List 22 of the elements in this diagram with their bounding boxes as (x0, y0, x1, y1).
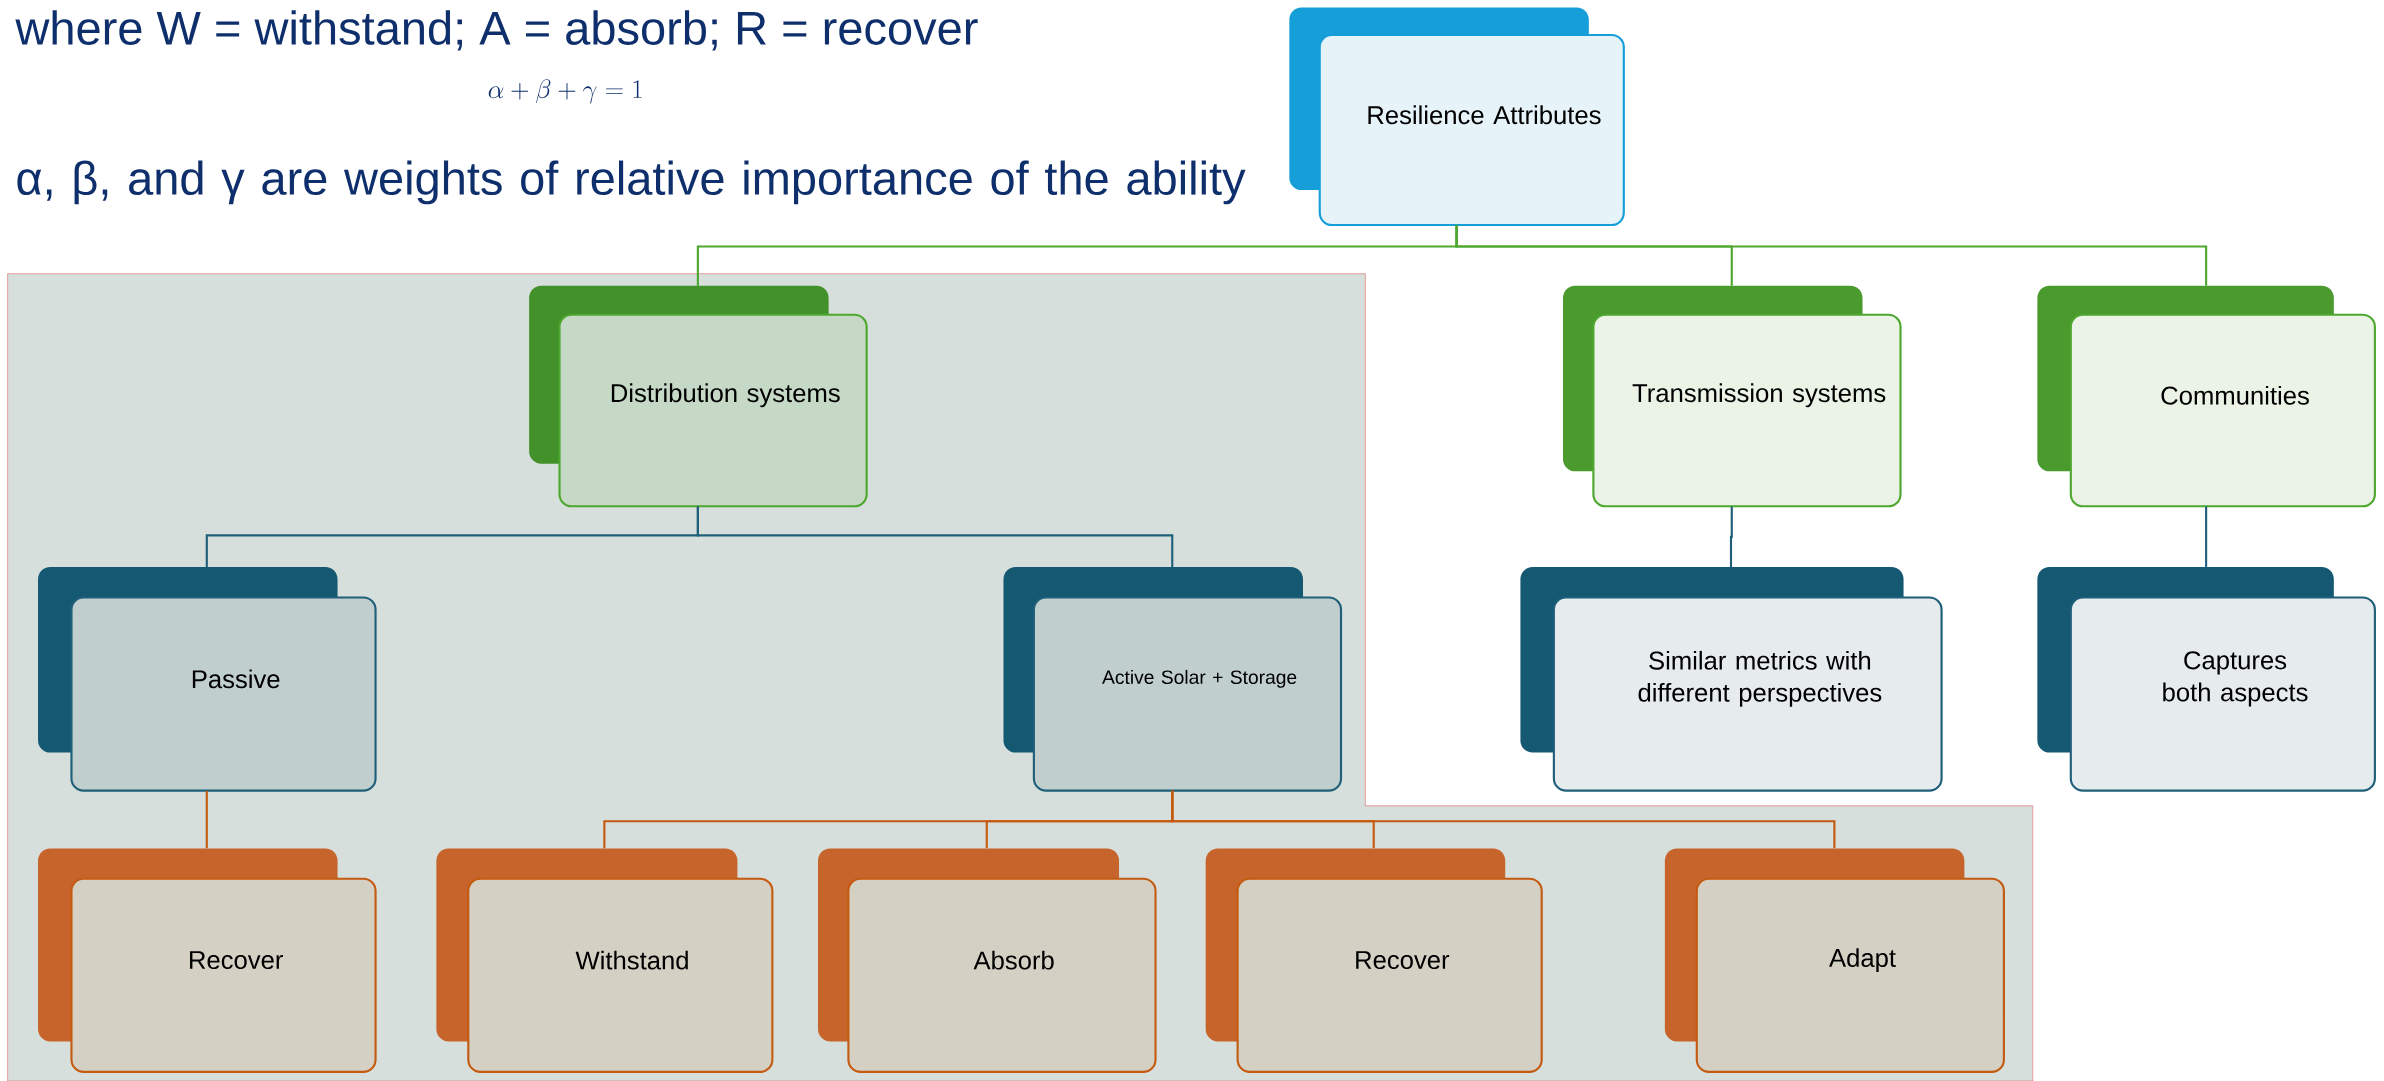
connector-line (2205, 506, 2208, 567)
node-box: Captures both aspects (2037, 567, 2376, 792)
node-box: Communities (2037, 285, 2376, 508)
note-text: $\alpha+\beta+\gamma=1$ (488, 79, 642, 104)
note-text: where W = withstand; A = absorb; R = recover (15, 10, 978, 51)
node-box: Active Solar + Storage (1003, 567, 1343, 792)
connector-line (1171, 790, 1836, 849)
node-box: Distribution systems (529, 285, 868, 508)
connector-line (696, 506, 1174, 567)
node-box: Absorb (818, 848, 1157, 1073)
node-box: Recover (1205, 848, 1543, 1073)
connector-line (1729, 506, 1733, 567)
node-box: Withstand (436, 848, 774, 1073)
node-box: Similar metrics with different perspectives (1520, 567, 1943, 792)
node-box: Recover (38, 848, 377, 1073)
node-box: Passive (38, 567, 377, 792)
node-box: Adapt (1664, 848, 2005, 1073)
connector-line (1455, 225, 2208, 286)
node-box: Resilience Attributes (1289, 7, 1625, 227)
connector-line (205, 790, 208, 849)
note-text: α, β, and γ are weights of relative importance of the ability (17, 160, 1246, 205)
node-box: Transmission systems (1563, 285, 1902, 508)
